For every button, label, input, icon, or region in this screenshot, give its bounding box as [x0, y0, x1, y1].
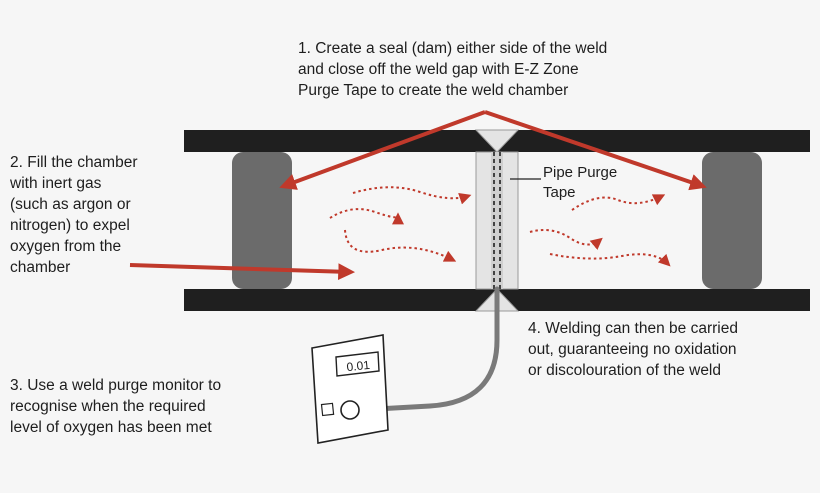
- gas-flow-arrow: [571, 194, 666, 211]
- weld-gap: [491, 152, 503, 289]
- monitor-body: [311, 334, 389, 444]
- monitor-cable: [357, 286, 500, 413]
- fill-gas-arrow: [129, 263, 356, 281]
- weld-bevel-top: [474, 129, 520, 153]
- gas-flow-arrow: [549, 253, 671, 267]
- monitor-sensor-port: [340, 400, 360, 420]
- gas-flow-arrow: [529, 229, 603, 250]
- pipe-purge-tape-label: Pipe Purge Tape: [543, 164, 618, 201]
- seal-arrow-right: [484, 110, 707, 191]
- weld-purge-monitor: 0.01: [311, 334, 389, 444]
- monitor-reading: 0.01: [346, 358, 371, 374]
- step-1-label: 1. Create a seal (dam) either side of th…: [298, 40, 608, 99]
- monitor-display: [335, 351, 380, 377]
- gas-flow-arrow: [344, 229, 457, 262]
- step-4-label: 4. Welding can then be carried out, guar…: [528, 320, 738, 379]
- gas-flow-arrow: [352, 186, 472, 205]
- gas-flow-left: [329, 186, 472, 262]
- gas-flow-arrow: [329, 208, 404, 225]
- left-purge-dam: [232, 152, 292, 289]
- gas-flow-right: [529, 194, 671, 267]
- right-purge-dam: [702, 152, 762, 289]
- step-3-label: 3. Use a weld purge monitor to recognise…: [10, 377, 222, 436]
- step-2-label: 2. Fill the chamber with inert gas (such…: [10, 154, 138, 276]
- monitor-small-button: [320, 402, 335, 417]
- seal-arrow-left: [279, 110, 486, 190]
